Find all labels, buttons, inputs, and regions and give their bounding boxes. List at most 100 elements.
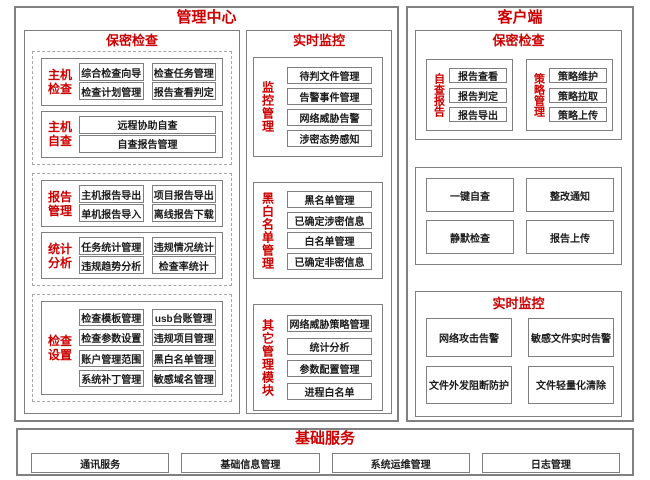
module-node: 检查率统计 xyxy=(151,256,216,274)
module-node: 日志管理 xyxy=(481,453,620,473)
group-label: 统计分析 xyxy=(48,241,73,270)
group-bw-list-mgmt: 黑白名单管理 黑名单管理 已确定涉密信息 白名单管理 已确定非密信息 xyxy=(253,182,383,279)
secrecy-check-section: 保密检查 主机检查 综合检查向导 检查任务管理 检查计划管理 报告查看判定 主机… xyxy=(24,30,240,414)
group-host-self-check: 主机自查 远程协助自查 自查报告管理 xyxy=(41,110,223,158)
module-grid: 检查模板管理 usb台账管理 检查参数设置 违规项目管理 账户管理范围 黑白名单… xyxy=(79,305,216,391)
client-title: 客户端 xyxy=(497,9,543,26)
module-node: 基础信息管理 xyxy=(181,453,320,473)
group-host-check: 主机检查 综合检查向导 检查任务管理 检查计划管理 报告查看判定 xyxy=(41,58,223,106)
module-node: 一键自查 xyxy=(426,178,514,212)
dashed-group-report-stats: 报告管理 主机报告导出 项目报告导出 单机报告导入 离线报告下载 统计分析 任务… xyxy=(32,173,232,286)
module-node: 检查计划管理 xyxy=(79,82,144,101)
management-center-panel: 管理中心 保密检查 主机检查 综合检查向导 检查任务管理 检查计划管理 报告查看… xyxy=(14,6,399,422)
module-node: 检查参数设置 xyxy=(79,329,144,347)
module-node: 违规情况统计 xyxy=(151,237,216,255)
module-node: 系统运维管理 xyxy=(331,453,470,473)
module-node: 通讯服务 xyxy=(31,453,170,473)
module-node: 报告上传 xyxy=(526,220,614,254)
client-realtime-title: 实时监控 xyxy=(492,296,545,311)
module-node: 违规趋势分析 xyxy=(79,256,144,274)
module-node: 检查模板管理 xyxy=(79,308,144,326)
dashed-group-settings: 检查设置 检查模板管理 usb台账管理 检查参数设置 违规项目管理 账户管理范围… xyxy=(32,294,232,402)
module-grid: 主机报告导出 项目报告导出 单机报告导入 离线报告下载 xyxy=(79,184,216,223)
module-node: 项目报告导出 xyxy=(151,185,216,203)
client-secrecy-section: 保密检查 自查报告 报告查看 报告判定 报告导出 策略管理 策略维护 策略拉取 … xyxy=(415,30,622,140)
secrecy-check-title: 保密检查 xyxy=(105,33,158,48)
module-row: 通讯服务 基础信息管理 系统运维管理 日志管理 xyxy=(31,453,620,473)
module-grid: 远程协助自查 自查报告管理 xyxy=(79,115,216,155)
module-node: 文件轻量化清除 xyxy=(528,365,614,404)
client-panel: 客户端 保密检查 自查报告 报告查看 报告判定 报告导出 策略管理 策略维护 策… xyxy=(406,6,634,422)
group-other-modules: 其它管理模块 网络威胁策略管理 统计分析 参数配置管理 进程白名单 xyxy=(253,304,383,411)
module-node: 违规项目管理 xyxy=(151,329,216,347)
module-node: 告警事件管理 xyxy=(287,88,372,105)
group-label: 主机检查 xyxy=(48,67,73,96)
module-stack: 网络威胁策略管理 统计分析 参数配置管理 进程白名单 xyxy=(287,310,372,405)
module-node: 报告查看 xyxy=(449,67,507,83)
module-node: usb台账管理 xyxy=(151,308,216,326)
group-self-report: 自查报告 报告查看 报告判定 报告导出 xyxy=(426,59,513,131)
group-check-settings: 检查设置 检查模板管理 usb台账管理 检查参数设置 违规项目管理 账户管理范围… xyxy=(41,301,223,395)
group-label-vertical: 策略管理 xyxy=(532,73,545,117)
client-realtime-section: 实时监控 网络攻击告警 敏感文件实时告警 文件外发阻断防护 文件轻量化清除 xyxy=(415,291,622,417)
module-node: 远程协助自查 xyxy=(79,115,216,134)
group-label-vertical: 监控管理 xyxy=(260,81,275,133)
module-node: 策略上传 xyxy=(549,107,607,123)
group-label-vertical: 其它管理模块 xyxy=(260,318,275,397)
module-grid: 综合检查向导 检查任务管理 检查计划管理 报告查看判定 xyxy=(79,62,216,102)
module-node: 自查报告管理 xyxy=(79,134,216,153)
group-label: 报告管理 xyxy=(48,189,73,218)
client-secrecy-title: 保密检查 xyxy=(492,33,545,48)
module-node: 综合检查向导 xyxy=(79,63,144,82)
module-node: 网络威胁策略管理 xyxy=(287,315,372,333)
group-label-vertical: 自查报告 xyxy=(432,73,445,117)
module-node: 系统补丁管理 xyxy=(79,370,144,388)
module-node: 待判文件管理 xyxy=(287,67,372,84)
module-node: 敏感域名管理 xyxy=(151,370,216,388)
module-node: 静默检查 xyxy=(426,220,514,254)
module-node: 报告判定 xyxy=(449,87,507,103)
module-node: 网络威胁告警 xyxy=(287,109,372,126)
module-node: 涉密态势感知 xyxy=(287,130,372,147)
module-node: 参数配置管理 xyxy=(287,360,372,378)
module-node: 账户管理范围 xyxy=(79,349,144,367)
module-node: 白名单管理 xyxy=(287,232,372,250)
module-node: 黑白名单管理 xyxy=(151,349,216,367)
module-stack: 黑名单管理 已确定涉密信息 白名单管理 已确定非密信息 xyxy=(287,188,372,273)
module-node: 已确定涉密信息 xyxy=(287,211,372,229)
module-node: 已确定非密信息 xyxy=(287,252,372,270)
group-label: 主机自查 xyxy=(48,120,73,149)
module-node: 主机报告导出 xyxy=(79,185,144,203)
module-grid: 任务统计管理 违规情况统计 违规趋势分析 检查率统计 xyxy=(79,236,216,275)
module-node: 统计分析 xyxy=(287,337,372,355)
base-services-title: 基础服务 xyxy=(294,430,355,447)
module-stack: 报告查看 报告判定 报告导出 xyxy=(449,63,507,127)
module-node: 报告导出 xyxy=(449,107,507,123)
module-node: 文件外发阻断防护 xyxy=(426,365,512,404)
group-stats-analysis: 统计分析 任务统计管理 违规情况统计 违规趋势分析 检查率统计 xyxy=(41,232,223,279)
module-node: 敏感文件实时告警 xyxy=(528,318,614,357)
group-monitor-mgmt: 监控管理 待判文件管理 告警事件管理 网络威胁告警 涉密态势感知 xyxy=(253,57,383,157)
client-selfcheck-section: 一键自查 整改通知 静默检查 报告上传 xyxy=(415,167,622,265)
group-label: 检查设置 xyxy=(48,334,73,362)
realtime-monitor-title: 实时监控 xyxy=(292,33,345,48)
management-center-title: 管理中心 xyxy=(176,9,237,26)
module-node: 报告查看判定 xyxy=(151,82,216,101)
module-node: 任务统计管理 xyxy=(79,237,144,255)
module-node: 单机报告导入 xyxy=(79,204,144,222)
module-node: 策略拉取 xyxy=(549,87,607,103)
group-label-vertical: 黑白名单管理 xyxy=(260,191,275,270)
group-policy-mgmt: 策略管理 策略维护 策略拉取 策略上传 xyxy=(526,59,613,131)
module-stack: 策略维护 策略拉取 策略上传 xyxy=(549,63,607,127)
base-services-panel: 基础服务 通讯服务 基础信息管理 系统运维管理 日志管理 xyxy=(16,428,634,476)
module-stack: 待判文件管理 告警事件管理 网络威胁告警 涉密态势感知 xyxy=(287,63,372,151)
module-node: 进程白名单 xyxy=(287,382,372,400)
module-node: 策略维护 xyxy=(549,67,607,83)
dashed-group-check: 主机检查 综合检查向导 检查任务管理 检查计划管理 报告查看判定 主机自查 远程… xyxy=(32,51,232,165)
module-node: 离线报告下载 xyxy=(151,204,216,222)
module-node: 检查任务管理 xyxy=(151,63,216,82)
module-grid: 网络攻击告警 敏感文件实时告警 文件外发阻断防护 文件轻量化清除 xyxy=(426,318,614,404)
module-node: 黑名单管理 xyxy=(287,191,372,209)
realtime-monitor-section: 实时监控 监控管理 待判文件管理 告警事件管理 网络威胁告警 涉密态势感知 黑白… xyxy=(246,30,392,414)
group-report-mgmt: 报告管理 主机报告导出 项目报告导出 单机报告导入 离线报告下载 xyxy=(41,180,223,227)
